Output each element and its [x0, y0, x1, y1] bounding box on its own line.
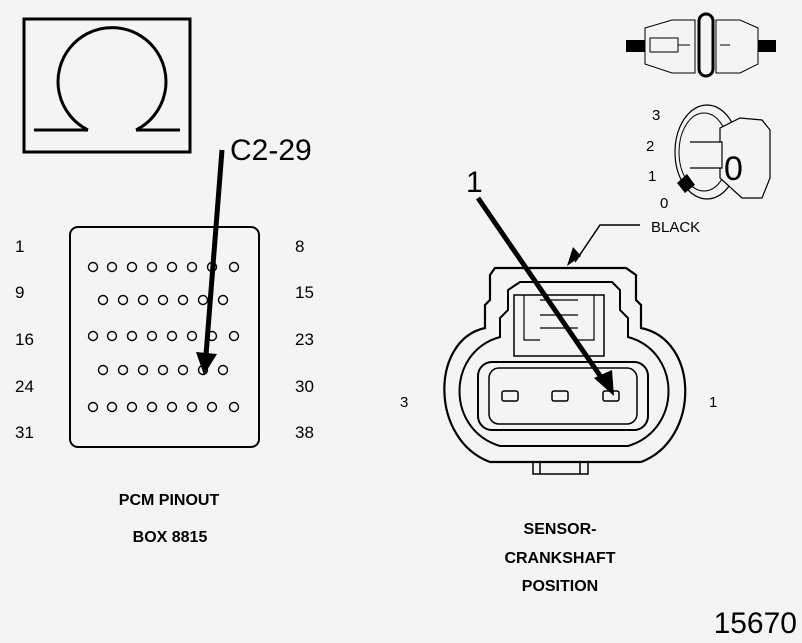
pcm-pin: [146, 261, 158, 273]
pcm-pin: [137, 364, 149, 376]
row-end-label: 8: [295, 237, 304, 256]
row-start-label: 9: [15, 283, 24, 302]
pcm-pin: [137, 294, 149, 306]
row-end-label: 15: [295, 283, 314, 302]
pcm-pin: [87, 261, 99, 273]
pcm-pin: [228, 401, 240, 413]
key-selected-position: 0: [724, 150, 743, 188]
pcm-pin: [106, 330, 118, 342]
pcm-pin: [166, 330, 178, 342]
key-position-label: 3: [652, 107, 660, 124]
pcm-pin: [106, 401, 118, 413]
pcm-pin: [126, 401, 138, 413]
key-position-label: 0: [660, 195, 668, 212]
pcm-pin: [197, 294, 209, 306]
pcm-pin: [228, 261, 240, 273]
pcm-pin: [126, 261, 138, 273]
row-start-label: 1: [15, 237, 24, 256]
row-end-label: 23: [295, 330, 314, 349]
pcm-caption-line2: BOX 8815: [133, 529, 208, 546]
pcm-pin: [87, 330, 99, 342]
sensor-callout-label: 1: [466, 166, 483, 199]
pcm-pin: [97, 294, 109, 306]
ohm-symbol-icon: [34, 26, 180, 132]
row-end-label: 30: [295, 377, 314, 396]
row-start-label: 16: [15, 330, 34, 349]
pcm-pin: [157, 294, 169, 306]
harness-connector-icon: [626, 12, 776, 78]
pcm-pin: [228, 330, 240, 342]
pcm-pin: [146, 401, 158, 413]
pcm-pin: [166, 261, 178, 273]
terminal-right-label: 1: [709, 394, 717, 411]
pcm-pin: [177, 294, 189, 306]
pcm-callout-label: C2-29: [230, 134, 312, 167]
row-start-label: 24: [15, 377, 34, 396]
pcm-pin: [217, 364, 229, 376]
pcm-pin: [97, 364, 109, 376]
sensor-callout-arrow: [475, 196, 614, 396]
color-leader-arrow: [567, 224, 640, 266]
ignition-key-icon: [674, 104, 771, 200]
pcm-pin: [186, 330, 198, 342]
row-end-label: 38: [295, 423, 314, 442]
terminal-2-pin: [551, 390, 569, 402]
pcm-pin: [157, 364, 169, 376]
terminal-left-label: 3: [400, 394, 408, 411]
key-position-label: 2: [646, 138, 654, 155]
pcm-pinout: 1 9 16 24 31 8 15 23 30 38 C2-29 PCM PIN…: [15, 134, 314, 546]
pcm-caption-line1: PCM PINOUT: [119, 492, 220, 509]
pcm-pin: [117, 294, 129, 306]
pcm-callout-arrow: [196, 149, 225, 375]
pcm-pin: [126, 330, 138, 342]
connector-color-label: BLACK: [651, 219, 700, 236]
ohmmeter-box: [22, 17, 192, 154]
pcm-pin: [87, 401, 99, 413]
crank-sensor-connector: [443, 266, 687, 475]
sensor-caption-line2: CRANKSHAFT: [504, 550, 615, 567]
pcm-pin: [177, 364, 189, 376]
pcm-pin: [217, 294, 229, 306]
row-start-label: 31: [15, 423, 34, 442]
sensor-caption-line3: POSITION: [522, 578, 598, 595]
pcm-pin: [186, 401, 198, 413]
pcm-pin: [166, 401, 178, 413]
sensor-caption-line1: SENSOR-: [524, 521, 597, 538]
reference-number: 15670: [714, 607, 797, 640]
terminal-3-pin: [501, 390, 519, 402]
pcm-pin: [206, 401, 218, 413]
pcm-pin: [146, 330, 158, 342]
pcm-pin: [186, 261, 198, 273]
pcm-pin: [117, 364, 129, 376]
pcm-pin: [106, 261, 118, 273]
key-position-label: 1: [648, 168, 656, 185]
